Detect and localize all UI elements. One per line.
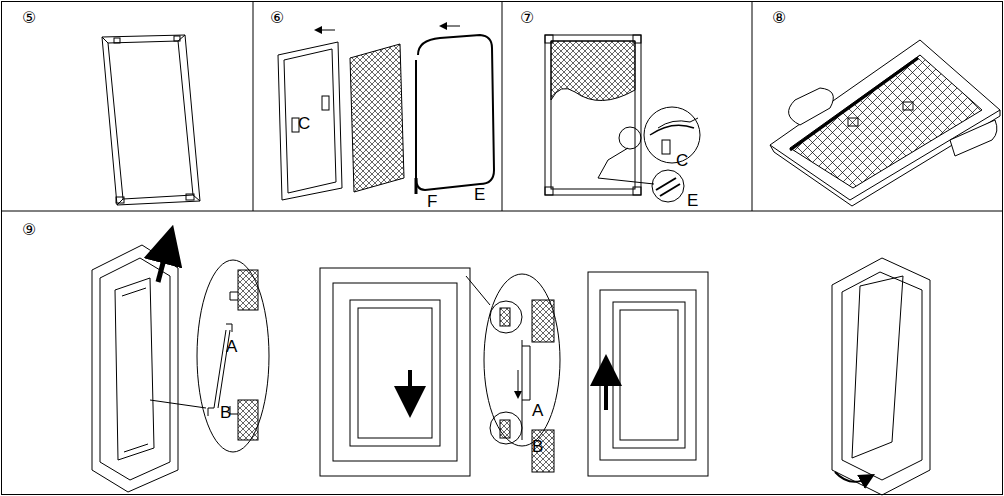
circled-number: ⑤ bbox=[22, 10, 36, 26]
circled-number: ⑥ bbox=[270, 10, 284, 26]
part-letter: B bbox=[532, 438, 543, 455]
circled-number: ⑦ bbox=[520, 10, 534, 26]
circled-number: ⑨ bbox=[22, 222, 36, 238]
part-letter: A bbox=[532, 402, 543, 419]
circled-number: ⑧ bbox=[772, 10, 786, 26]
part-letter: B bbox=[220, 404, 231, 421]
part-letter: C bbox=[676, 152, 688, 169]
part-letter: E bbox=[687, 192, 698, 209]
part-letter: C bbox=[298, 115, 310, 132]
part-letter: E bbox=[474, 186, 485, 203]
part-letter: A bbox=[226, 338, 237, 355]
part-letter: F bbox=[427, 193, 437, 210]
